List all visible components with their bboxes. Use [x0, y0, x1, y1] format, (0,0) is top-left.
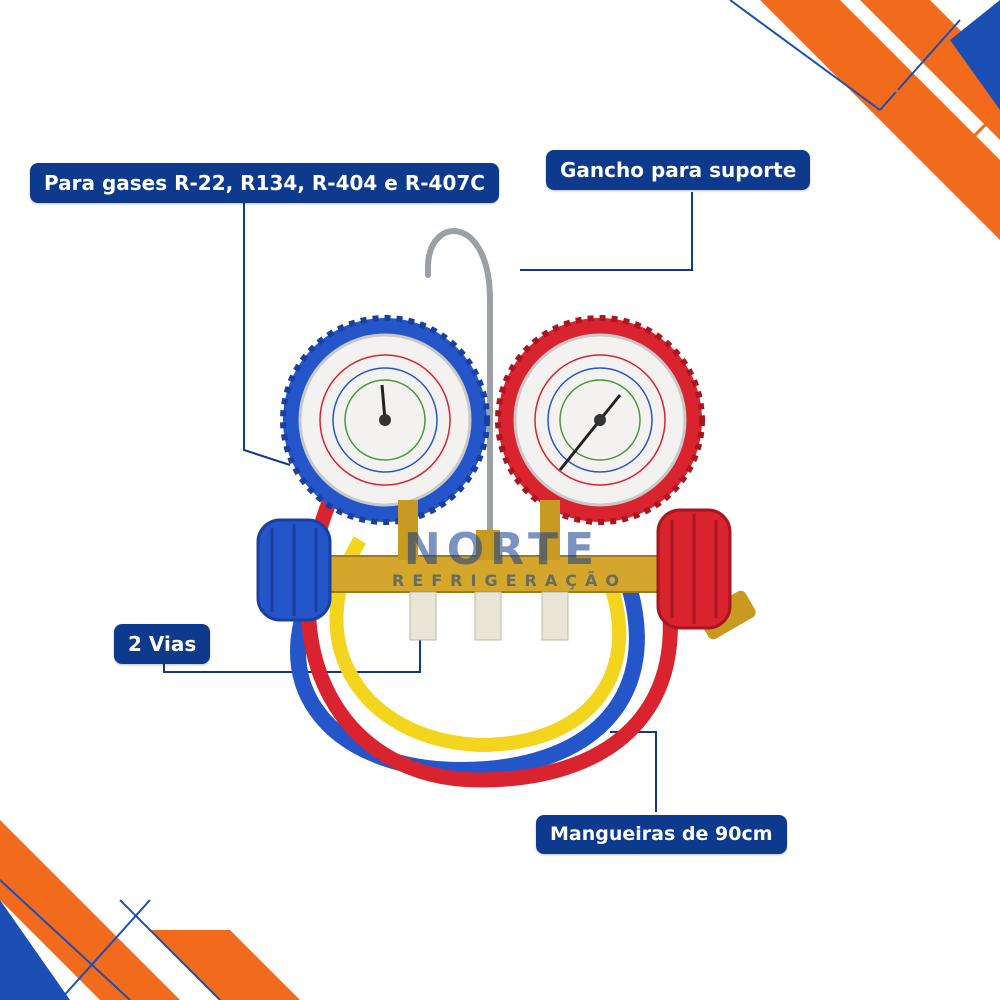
label-hoses-length: Mangueiras de 90cm	[536, 815, 787, 854]
hoses	[290, 497, 678, 788]
low-pressure-gauge	[280, 315, 490, 525]
bottom-left-decoration	[0, 820, 300, 1000]
connector-line-gases	[243, 200, 291, 466]
brand-subtitle: REFRIGERAÇÃO	[392, 571, 627, 590]
connector-line-gancho	[520, 192, 693, 271]
brand-watermark-logo: NORTE REFRIGERAÇÃO	[392, 524, 627, 590]
top-right-decoration	[729, 0, 1000, 240]
high-pressure-gauge	[495, 315, 705, 525]
blue-hose	[290, 555, 645, 779]
label-support-hook: Gancho para suporte	[546, 150, 811, 190]
high-side-valve-knob	[656, 508, 732, 630]
red-hose	[301, 497, 678, 788]
low-side-valve-knob	[256, 518, 332, 622]
hanging-hook	[425, 228, 493, 543]
yellow-hose	[329, 536, 627, 753]
label-two-way: 2 Vias	[114, 624, 211, 664]
label-gas-compatibility: Para gases R-22, R134, R-404 e R-407C	[30, 163, 499, 203]
brand-name: NORTE	[403, 524, 601, 575]
